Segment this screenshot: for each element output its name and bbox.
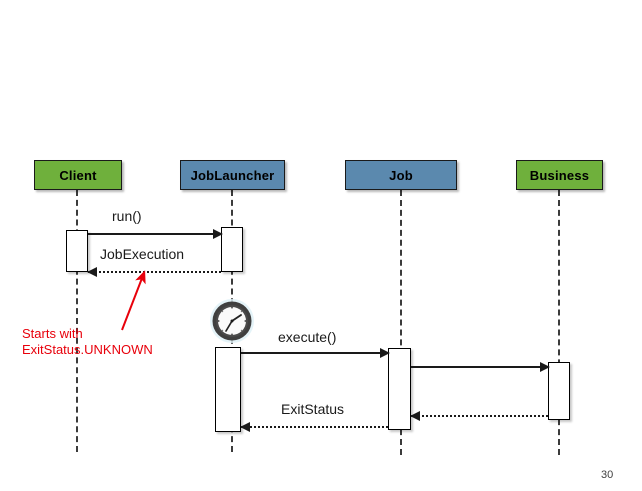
page-number: 30 bbox=[601, 469, 614, 481]
participant-business[interactable]: Business bbox=[516, 160, 603, 190]
annotation-text: Starts with ExitStatus.UNKNOWN bbox=[22, 326, 153, 358]
annotation-line-1: Starts with bbox=[22, 326, 83, 341]
lifeline-job bbox=[400, 190, 402, 455]
message-label-run: run() bbox=[112, 208, 142, 224]
message-line-unlabeled-3 bbox=[411, 366, 549, 368]
clock-icon bbox=[209, 298, 255, 349]
participant-job[interactable]: Job bbox=[345, 160, 457, 190]
participant-label: Client bbox=[59, 167, 97, 183]
message-line-exitstatus bbox=[241, 426, 388, 428]
message-line-run bbox=[88, 233, 222, 235]
activation-bar-job-3 bbox=[388, 348, 411, 430]
arrowhead-left-4 bbox=[410, 411, 420, 421]
activation-bar-joblauncher-1 bbox=[221, 227, 243, 272]
participant-label: Business bbox=[529, 167, 590, 183]
activation-bar-joblauncher-2 bbox=[215, 347, 241, 432]
message-label-execute: execute() bbox=[278, 329, 337, 345]
participant-joblauncher[interactable]: JobLauncher bbox=[180, 160, 285, 190]
participant-label: Job bbox=[389, 167, 413, 183]
arrowhead-right-3 bbox=[540, 362, 550, 372]
message-line-jobexecution bbox=[88, 271, 221, 273]
arrowhead-right-2 bbox=[380, 348, 390, 358]
activation-bar-business-4 bbox=[548, 362, 570, 420]
arrowhead-left-1 bbox=[87, 267, 97, 277]
activation-bar-client-0 bbox=[66, 230, 88, 272]
participant-client[interactable]: Client bbox=[34, 160, 122, 190]
participant-label: JobLauncher bbox=[190, 167, 275, 183]
arrowhead-right-0 bbox=[213, 229, 223, 239]
message-line-execute bbox=[241, 352, 389, 354]
lifeline-client bbox=[76, 190, 78, 452]
message-line-unlabeled-4 bbox=[411, 415, 548, 417]
annotation-line-2: ExitStatus.UNKNOWN bbox=[22, 342, 153, 357]
message-label-jobexecution: JobExecution bbox=[100, 246, 185, 262]
message-label-exitstatus: ExitStatus bbox=[281, 401, 345, 417]
lifeline-business bbox=[558, 190, 560, 455]
arrowhead-left-5 bbox=[240, 422, 250, 432]
